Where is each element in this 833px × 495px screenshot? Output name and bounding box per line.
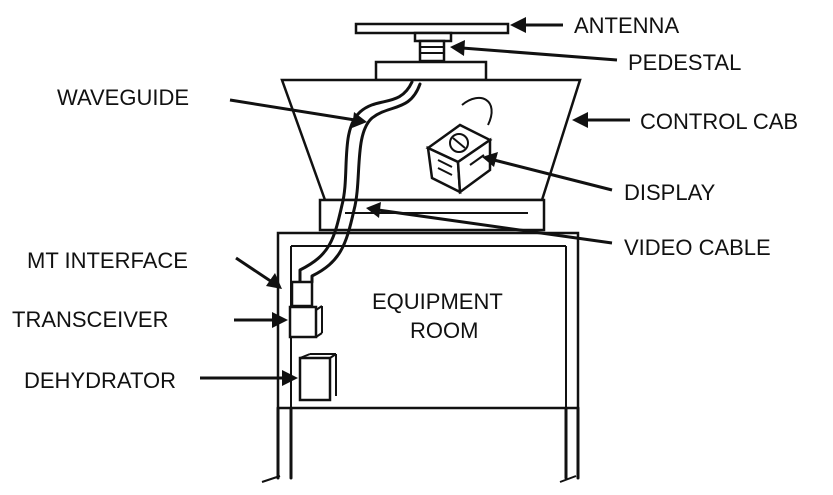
label-dehydrator: DEHYDRATOR: [24, 368, 176, 393]
label-display: DISPLAY: [624, 180, 716, 205]
label-waveguide: WAVEGUIDE: [57, 85, 189, 110]
label-transceiver: TRANSCEIVER: [12, 307, 168, 332]
transceiver-box: [288, 305, 323, 339]
arrow-antenna: [510, 17, 563, 33]
label-video-cable: VIDEO CABLE: [624, 235, 771, 260]
video-cable-line: [461, 96, 493, 126]
label-antenna: ANTENNA: [574, 13, 679, 38]
arrow-video-cable: [366, 202, 613, 245]
antenna: [354, 22, 510, 35]
pedestal: [374, 31, 488, 82]
arrow-control-cab: [572, 112, 630, 128]
mt-interface-box: [290, 280, 314, 308]
arrow-waveguide: [229, 98, 367, 128]
arrow-display: [482, 152, 613, 192]
dehydrator-box: [298, 353, 337, 402]
display-unit: [425, 123, 493, 195]
label-equipment: EQUIPMENT: [372, 289, 503, 314]
waveguide: [298, 80, 422, 284]
arrow-dehydrator: [200, 370, 298, 386]
arrow-transceiver: [234, 312, 288, 328]
label-control-cab: CONTROL CAB: [640, 109, 798, 134]
arrow-mt-interface: [235, 256, 282, 289]
label-room: ROOM: [410, 318, 478, 343]
arrow-pedestal: [450, 40, 618, 62]
control-cab: [280, 78, 582, 232]
label-pedestal: PEDESTAL: [628, 50, 741, 75]
label-mt-interface: MT INTERFACE: [27, 248, 188, 273]
